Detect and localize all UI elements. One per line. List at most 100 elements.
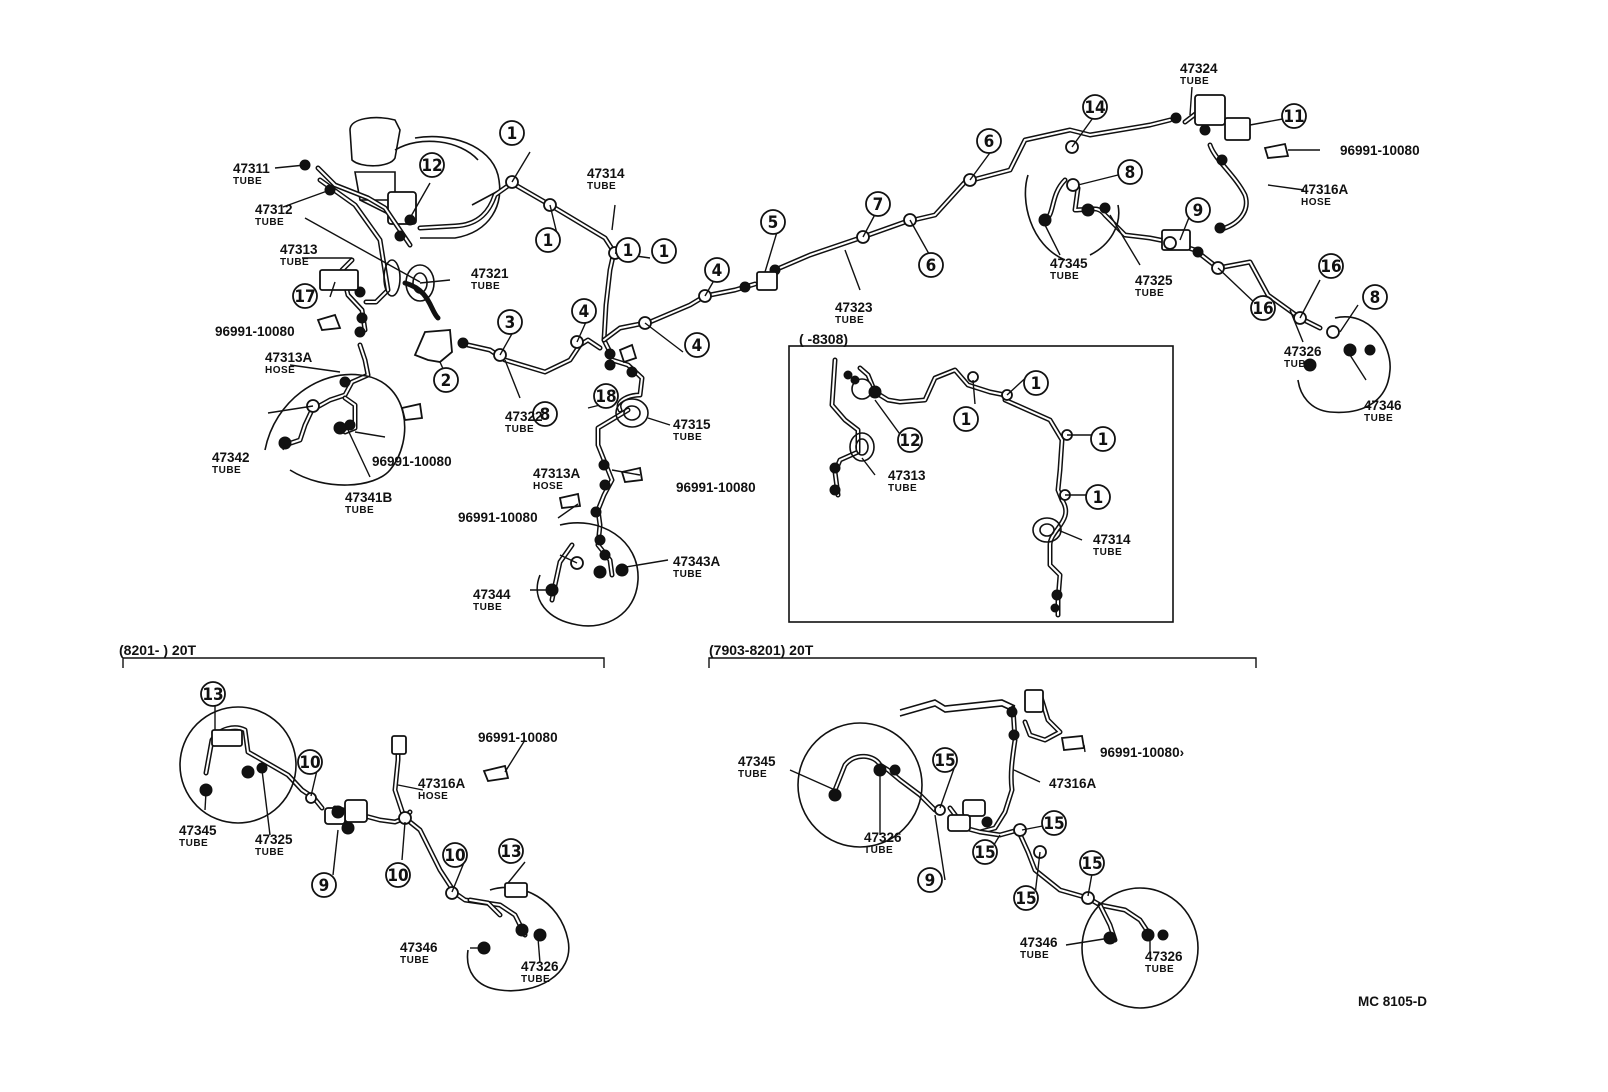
part-type: TUBE xyxy=(1145,964,1174,975)
callout-circle xyxy=(1185,197,1211,223)
fittings-main xyxy=(278,94,1376,597)
part-label: 96991-10080 xyxy=(372,454,452,469)
brake-pipe xyxy=(1002,397,1065,503)
callout-circle xyxy=(1085,484,1111,510)
part-type: TUBE xyxy=(1180,76,1209,87)
part-type: TUBE xyxy=(212,465,241,476)
part-number: 47325 xyxy=(1135,273,1173,288)
callout-circle xyxy=(200,681,226,707)
callout-number: 17 xyxy=(294,287,315,307)
part-type: TUBE xyxy=(255,217,284,228)
part-type: TUBE xyxy=(1050,271,1079,282)
brake-pipe-inner xyxy=(319,179,389,303)
callout-circle xyxy=(897,427,923,453)
inset-header: ( -8308) xyxy=(799,331,848,347)
part-number: 47314 xyxy=(587,166,625,181)
callout-marker: 6 xyxy=(918,252,944,278)
part-number: 96991-10080 xyxy=(458,510,538,525)
callout-circle xyxy=(651,238,677,264)
brake-pipe-inner xyxy=(404,817,526,936)
part-label: 96991-10080 xyxy=(676,480,756,495)
callout-number: 6 xyxy=(984,132,995,152)
part-number: 47321 xyxy=(471,266,509,281)
part-number: 47316A xyxy=(418,776,466,791)
callout-number: 4 xyxy=(692,336,703,356)
callout-circle xyxy=(1117,159,1143,185)
callout-number: 16 xyxy=(1252,299,1273,319)
part-number: 47343A xyxy=(673,554,721,569)
part-number: 96991-10080 xyxy=(1340,143,1420,158)
callout-number: 3 xyxy=(505,313,516,333)
part-number: 47316A xyxy=(1301,182,1349,197)
part-type: TUBE xyxy=(673,432,702,443)
part-type: HOSE xyxy=(1301,197,1331,208)
callout-number: 6 xyxy=(926,256,937,276)
callout-number: 10 xyxy=(299,753,320,773)
part-label: 96991-10080 xyxy=(215,324,295,339)
callout-circle xyxy=(385,862,411,888)
callout-number: 15 xyxy=(1015,889,1036,909)
callout-circle xyxy=(419,152,445,178)
callout-circle xyxy=(972,839,998,865)
callout-marker: 5 xyxy=(760,209,786,235)
callout-circle xyxy=(684,332,710,358)
callout-number: 15 xyxy=(934,751,955,771)
callout-circle xyxy=(1318,253,1344,279)
part-number: 47324 xyxy=(1180,61,1218,76)
part-type: TUBE xyxy=(1284,359,1313,370)
callout-marker: 15 xyxy=(972,839,998,865)
callout-marker: 15 xyxy=(1013,885,1039,911)
callout-number: 1 xyxy=(507,124,518,144)
part-type: TUBE xyxy=(521,974,550,985)
part-type: TUBE xyxy=(471,281,500,292)
part-number: 47342 xyxy=(212,450,250,465)
callout-marker: 15 xyxy=(1079,850,1105,876)
callout-number: 10 xyxy=(387,866,408,886)
brake-discs-main xyxy=(264,174,1391,627)
callout-number: 9 xyxy=(925,871,936,891)
brake-pipe-inner xyxy=(1087,897,1151,936)
callout-number: 4 xyxy=(712,261,723,281)
callout-number: 13 xyxy=(500,842,521,862)
part-type: TUBE xyxy=(179,838,208,849)
callout-circle xyxy=(615,237,641,263)
part-label: 96991-10080› xyxy=(1100,745,1184,760)
callout-circle xyxy=(976,128,1002,154)
callout-marker: 10 xyxy=(385,862,411,888)
callout-circle xyxy=(917,867,943,893)
callout-marker: 9 xyxy=(1185,197,1211,223)
part-type: HOSE xyxy=(533,481,563,492)
callout-marker: 13 xyxy=(498,838,524,864)
callout-marker: 10 xyxy=(442,842,468,868)
callout-circle xyxy=(760,209,786,235)
brake-pipe-inner xyxy=(1004,399,1063,501)
callout-circle xyxy=(1041,810,1067,836)
brake-pipe-inner xyxy=(317,167,411,246)
part-labels: 47311TUBE47312TUBE47313TUBE96991-1008047… xyxy=(179,61,1420,985)
callout-number: 7 xyxy=(873,195,884,215)
callout-circle xyxy=(1362,284,1388,310)
brake-pipe-inner xyxy=(1024,693,1061,741)
callout-marker: 1 xyxy=(1023,370,1049,396)
brake-pipe-inner xyxy=(979,707,1016,833)
callout-marker: 1 xyxy=(535,227,561,253)
part-type: TUBE xyxy=(473,602,502,613)
part-number: 47341B xyxy=(345,490,393,505)
callout-marker: 10 xyxy=(297,749,323,775)
part-number: 47313A xyxy=(533,466,581,481)
callout-number: 1 xyxy=(1098,430,1109,450)
part-type: HOSE xyxy=(265,365,295,376)
part-type: TUBE xyxy=(673,569,702,580)
lower-right-header: (7903-8201) 20T xyxy=(709,642,814,658)
callout-marker: 8 xyxy=(532,401,558,427)
